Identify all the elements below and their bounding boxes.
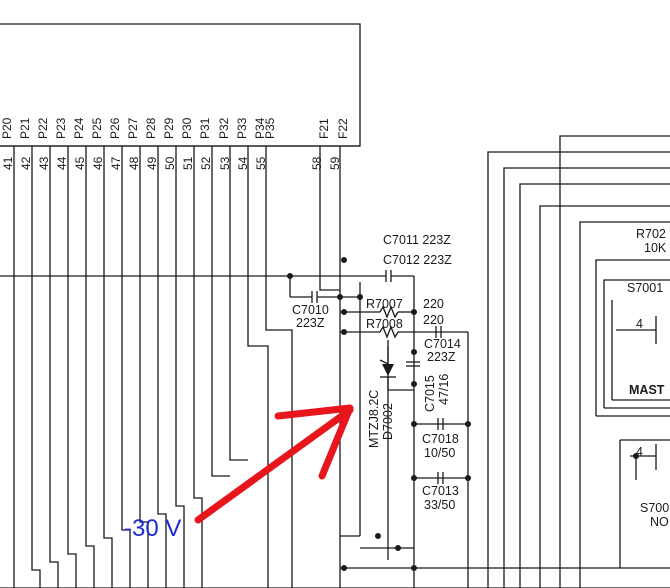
pin-number: 53: [218, 156, 232, 170]
r702-label: R702: [636, 227, 666, 241]
mast-label: MAST: [629, 383, 665, 397]
pin-name: P20: [0, 117, 14, 139]
ic-pin-numbers: 41 42 43 44 45 46 47 48 49 50 51 52 53 5…: [1, 156, 342, 170]
pin-number: 50: [163, 156, 177, 170]
pin-number: 47: [109, 156, 123, 170]
pin-number: 48: [127, 156, 141, 170]
component-network: [289, 270, 670, 588]
pin-name: P35: [263, 117, 277, 139]
pin-name: P25: [90, 117, 104, 139]
pin-name: P26: [108, 117, 122, 139]
c7010-value: 223Z: [296, 316, 325, 330]
pin-number: 54: [236, 156, 250, 170]
junction-dots: [287, 257, 471, 571]
r7008-value: 220: [423, 313, 444, 327]
pin4-bottom: 4: [636, 445, 643, 459]
s700-label: S700: [640, 501, 669, 515]
c7018-label: C7018: [422, 432, 459, 446]
right-block-labels: R702 10K S7001 4 MAST 4 S700 NO: [627, 227, 669, 529]
pin-name: P27: [126, 117, 140, 139]
pin-number: 59: [328, 156, 342, 170]
red-arrow: [194, 404, 354, 524]
pin-number: 41: [1, 156, 15, 170]
pin-name: P21: [18, 117, 32, 139]
pin-name: P28: [144, 117, 158, 139]
pin-number: 58: [310, 156, 324, 170]
pin-number: 42: [19, 156, 33, 170]
bus-wires: [0, 146, 670, 588]
pin4-top: 4: [636, 317, 643, 331]
ic-pin-names: P20 P21 P22 P23 P24 P25 P26 P27 P28 P29 …: [0, 117, 350, 139]
pin-number: 44: [55, 156, 69, 170]
c7014-label: C7014: [424, 337, 461, 351]
c7013-label: C7013: [422, 484, 459, 498]
pin-name: P34: [253, 117, 267, 139]
pin-number: 45: [73, 156, 87, 170]
voltage-annotation: -30 V: [124, 515, 181, 542]
r7007-value: 220: [423, 297, 444, 311]
pin-name: F21: [317, 118, 331, 139]
pin-name: P23: [54, 117, 68, 139]
s7001-label: S7001: [627, 281, 663, 295]
r7007-label: R7007: [366, 297, 403, 311]
right-block: [487, 135, 670, 588]
pin-name: P30: [180, 117, 194, 139]
c7018-value: 10/50: [424, 446, 455, 460]
c7012-label: C7012 223Z: [383, 253, 452, 267]
zener-ref: D7002: [381, 403, 395, 440]
component-labels: C7011 223Z C7012 223Z C7010 223Z R7007 2…: [292, 233, 461, 512]
c7014-value: 223Z: [427, 350, 456, 364]
pin-number: 49: [145, 156, 159, 170]
pin-name: P31: [198, 117, 212, 139]
no-label: NO: [650, 515, 669, 529]
c7013-value: 33/50: [424, 498, 455, 512]
pin-name: F22: [336, 118, 350, 139]
zener-part: MTZJ8.2C: [367, 390, 381, 448]
c7011-label: C7011 223Z: [383, 233, 451, 247]
pin-number: 51: [181, 156, 195, 170]
pin-name: P24: [72, 117, 86, 139]
pin-number: 52: [199, 156, 213, 170]
pin-number: 55: [254, 156, 268, 170]
r702-value: 10K: [644, 241, 667, 255]
c7015-value: 47/16: [437, 374, 451, 405]
pin-name: P33: [235, 117, 249, 139]
pin-number: 43: [37, 156, 51, 170]
r7008-label: R7008: [366, 317, 403, 331]
c7015-label: C7015: [423, 375, 437, 412]
pin-number: 46: [91, 156, 105, 170]
pin-name: P32: [217, 117, 231, 139]
pin-name: P22: [36, 117, 50, 139]
c7010-label: C7010: [292, 303, 329, 317]
pin-name: P29: [162, 117, 176, 139]
